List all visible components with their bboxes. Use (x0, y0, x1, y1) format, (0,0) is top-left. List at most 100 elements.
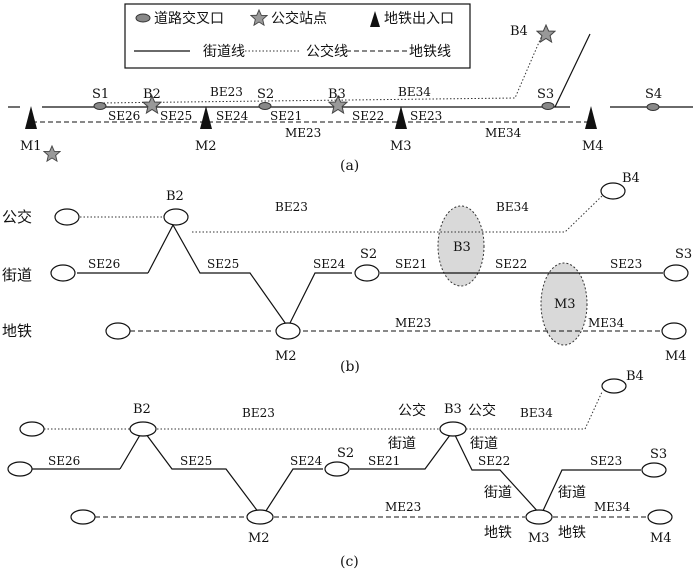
legend-street-line-label: 街道线 (203, 44, 245, 60)
node-s3-c (641, 462, 667, 478)
node-street-left-b (50, 264, 76, 282)
intersection-s3 (541, 102, 555, 110)
label-s4: S4 (645, 87, 662, 102)
caption-a: (a) (340, 158, 359, 174)
label-se26-a: SE26 (108, 109, 140, 123)
intersection-s2 (258, 102, 272, 110)
intersection-s4 (646, 103, 660, 111)
label-se24-b: SE24 (313, 257, 346, 271)
transfer-region-b3 (437, 205, 485, 287)
label-b3-b: B3 (453, 240, 471, 255)
legend-subway-line-label: 地铁线 (409, 44, 451, 60)
label-b4: B4 (510, 24, 528, 39)
label-m3: M3 (390, 139, 412, 154)
bus-line-a (99, 32, 544, 104)
panel-a: S1 B2 S2 B3 B4 S3 S4 M1 M2 M3 M4 BE23 BE… (8, 24, 693, 174)
node-bus-left-b (54, 208, 80, 226)
legend: 道路交叉口 公交站点 地铁出入口 街道线 公交线 地铁线 (124, 3, 471, 69)
intersection-icon (135, 13, 151, 23)
node-m2-b (275, 322, 301, 340)
label-m2-b: M2 (275, 349, 297, 364)
label-se21-c: SE21 (368, 454, 400, 468)
label-s3-c: S3 (650, 447, 667, 462)
legend-bus-stop-label: 公交站点 (271, 10, 327, 27)
node-subway-left-c (70, 509, 96, 525)
label-m3-b: M3 (554, 297, 576, 312)
label-se22-c: SE22 (478, 454, 510, 468)
label-se24-a: SE24 (216, 109, 249, 123)
label-se22-a: SE22 (352, 109, 384, 123)
port-label-b3-bus-left: 公交 (398, 402, 426, 419)
label-b2-b: B2 (166, 189, 184, 204)
label-se25-a: SE25 (160, 109, 192, 123)
row-label-subway: 地铁 (2, 322, 32, 340)
subway-entrance-m1 (25, 106, 37, 129)
node-b2-c (129, 421, 157, 437)
label-b4-b: B4 (622, 171, 640, 186)
label-m2: M2 (195, 139, 217, 154)
label-se26-b: SE26 (88, 257, 120, 271)
label-be34-b: BE34 (496, 200, 529, 214)
node-street-left-c (7, 461, 33, 477)
label-be23-b: BE23 (275, 200, 308, 214)
node-b4-c (601, 378, 627, 394)
transfer-region-m3 (540, 262, 588, 346)
label-me23-a: ME23 (285, 126, 321, 140)
label-se23-c: SE23 (590, 454, 622, 468)
street-branch-s3 (554, 33, 591, 108)
subway-entrance-m2 (200, 106, 212, 129)
legend-subway-entrance-label: 地铁出入口 (384, 11, 454, 27)
panel-b: 公交 街道 地铁 B2 B3 B4 S2 S3 M2 M3 M4 (2, 171, 692, 375)
legend-intersection-label: 道路交叉口 (154, 10, 224, 27)
label-se22-b: SE22 (495, 257, 527, 271)
label-m4: M4 (582, 139, 604, 154)
subway-entrance-m3 (395, 106, 407, 129)
label-se21-a: SE21 (270, 109, 302, 123)
street-edge-se25-se24-b (147, 223, 352, 329)
label-s2-b: S2 (360, 247, 377, 262)
label-b3-c: B3 (444, 402, 462, 417)
label-m4-c: M4 (650, 531, 672, 546)
bus-stop-b4 (536, 24, 556, 43)
row-label-street: 街道 (2, 266, 32, 284)
label-b4-c: B4 (626, 369, 644, 384)
label-be34-c: BE34 (520, 406, 553, 420)
label-b3: B3 (328, 87, 346, 102)
label-s1: S1 (92, 87, 109, 102)
label-s3: S3 (537, 87, 554, 102)
label-me34-c: ME34 (594, 500, 631, 514)
legend-bus-line-label: 公交线 (306, 43, 348, 60)
node-m4-b (661, 322, 687, 340)
panel-c: B2 B3 B4 S2 S3 M2 M3 M4 BE23 BE34 SE26 S… (7, 369, 673, 570)
label-se25-b: SE25 (207, 257, 239, 271)
port-label-b3-bus-right: 公交 (468, 402, 496, 419)
caption-b: (b) (340, 359, 360, 375)
bus-edge-be34-c (466, 391, 603, 430)
caption-c: (c) (340, 554, 359, 570)
label-s3-b: S3 (675, 247, 692, 262)
port-label-m3-subway-left: 地铁 (484, 525, 512, 541)
port-label-m3-subway-right: 地铁 (558, 525, 586, 541)
street-edge-se21-se22-se23-c (350, 429, 641, 517)
label-me34-a: ME34 (485, 126, 522, 140)
bus-edge-be34-b (461, 195, 603, 233)
node-subway-left-b (105, 322, 131, 340)
label-b2: B2 (143, 87, 161, 102)
label-s2-c: S2 (337, 446, 354, 461)
label-be34-a: BE34 (398, 85, 431, 99)
port-label-b3-street-right: 街道 (470, 436, 498, 452)
node-s2-c (324, 461, 350, 477)
bus-stop-m1-area (43, 145, 61, 162)
port-label-b3-street-left: 街道 (388, 436, 416, 452)
label-se25-c: SE25 (180, 454, 212, 468)
label-se24-c: SE24 (290, 454, 323, 468)
node-b2-b (163, 208, 189, 226)
label-se21-b: SE21 (395, 257, 427, 271)
subway-entrance-icon (370, 11, 380, 27)
label-m1: M1 (20, 139, 42, 154)
label-s2: S2 (257, 87, 274, 102)
legend-box (124, 3, 471, 69)
row-label-bus: 公交 (2, 208, 32, 226)
node-s2-b (354, 264, 380, 282)
